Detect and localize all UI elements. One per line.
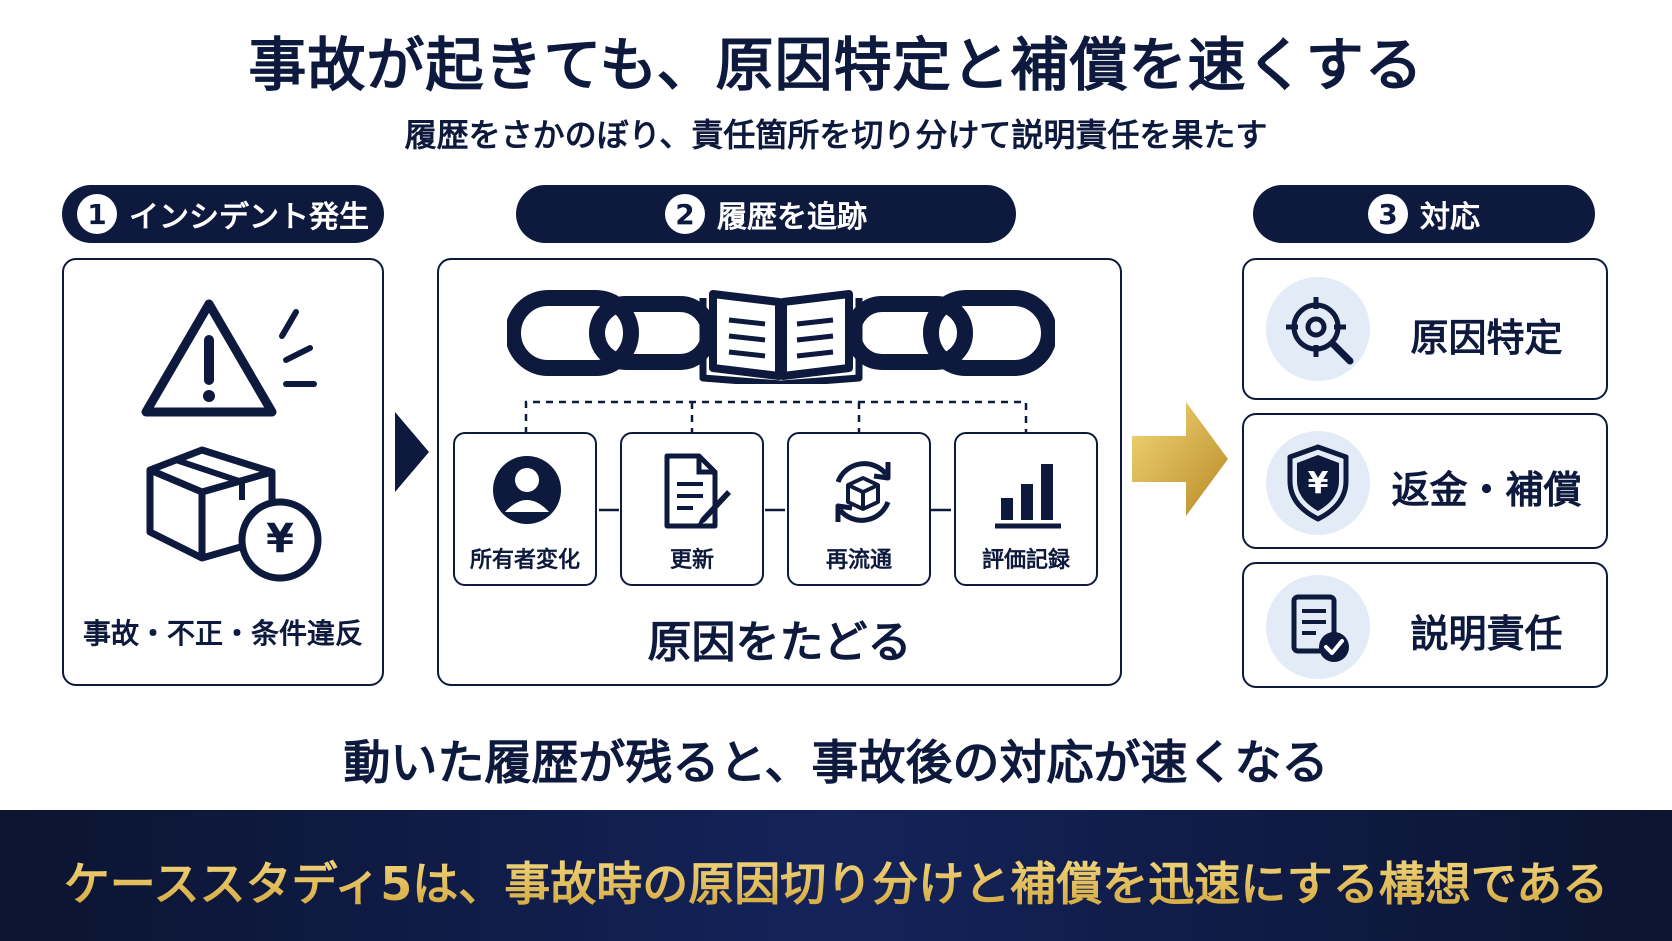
bar-chart-icon (995, 464, 1061, 529)
icon-circle: ¥ (1266, 431, 1370, 535)
trace-item-recirculation: 再流通 (787, 432, 931, 586)
step-2-number: 2 (665, 194, 705, 234)
trace-item-label: 再流通 (825, 548, 892, 573)
trace-item-update: 更新 (620, 432, 764, 586)
recirculate-box-icon (835, 461, 891, 523)
yen-shield-icon: ¥ (1287, 444, 1349, 522)
conclusion-text: ケーススタディ5は、事故時の原因切り分けと補償を迅速にする構想である (0, 848, 1672, 914)
package-yen-icon (146, 446, 322, 582)
step-1-pill: 1 インシデント発生 (62, 185, 384, 243)
step-2-label: 履歴を追跡 (717, 200, 867, 235)
action-label: 説明責任 (1410, 612, 1563, 656)
action-accountability: 説明責任 (1242, 562, 1608, 688)
icon-circle (1266, 575, 1370, 679)
card-links (599, 508, 951, 512)
conclusion-banner: ケーススタディ5は、事故時の原因切り分けと補償を迅速にする構想である (0, 810, 1672, 941)
page-title: 事故が起きても、原因特定と補償を速くする (248, 31, 1424, 99)
icon-circle (1266, 277, 1370, 381)
chain-book-icon (507, 290, 1055, 384)
summary-text: 動いた履歴が残ると、事故後の対応が速くなる (343, 736, 1329, 791)
gold-arrow-icon (1132, 402, 1228, 516)
document-edit-icon (664, 453, 731, 529)
step-3-number: 3 (1368, 194, 1408, 234)
action-cause-identification: 原因特定 (1242, 258, 1608, 400)
incident-caption: 事故・不正・条件違反 (82, 617, 363, 650)
yen-symbol: ¥ (266, 516, 294, 562)
step-3-pill: 3 対応 (1253, 185, 1595, 243)
trace-item-rating-record: 評価記録 (954, 432, 1098, 586)
trace-caption: 原因をたどる (647, 617, 912, 668)
step-2-pill: 2 履歴を追跡 (516, 185, 1016, 243)
trace-item-label: 更新 (669, 548, 714, 573)
dashed-connectors (524, 400, 1028, 434)
svg-text:¥: ¥ (1308, 466, 1329, 501)
user-icon (493, 456, 561, 524)
step-3-label: 対応 (1420, 200, 1480, 235)
trace-item-label: 所有者変化 (469, 548, 580, 573)
step-1-label: インシデント発生 (129, 200, 369, 235)
incident-panel: ¥ 事故・不正・条件違反 (62, 258, 384, 686)
page-subtitle: 履歴をさかのぼり、責任箇所を切り分けて説明責任を果たす (404, 116, 1268, 154)
action-label: 返金・補償 (1391, 468, 1582, 512)
document-check-icon (1291, 594, 1349, 662)
step-1-number: 1 (77, 194, 117, 234)
action-label: 原因特定 (1410, 316, 1563, 360)
warning-icon (141, 299, 317, 417)
arrow-right-icon (395, 412, 429, 492)
action-refund-compensation: ¥ 返金・補償 (1242, 413, 1608, 549)
trace-item-label: 評価記録 (981, 548, 1070, 573)
target-search-icon (1286, 297, 1354, 365)
trace-item-owner-change: 所有者変化 (453, 432, 597, 586)
